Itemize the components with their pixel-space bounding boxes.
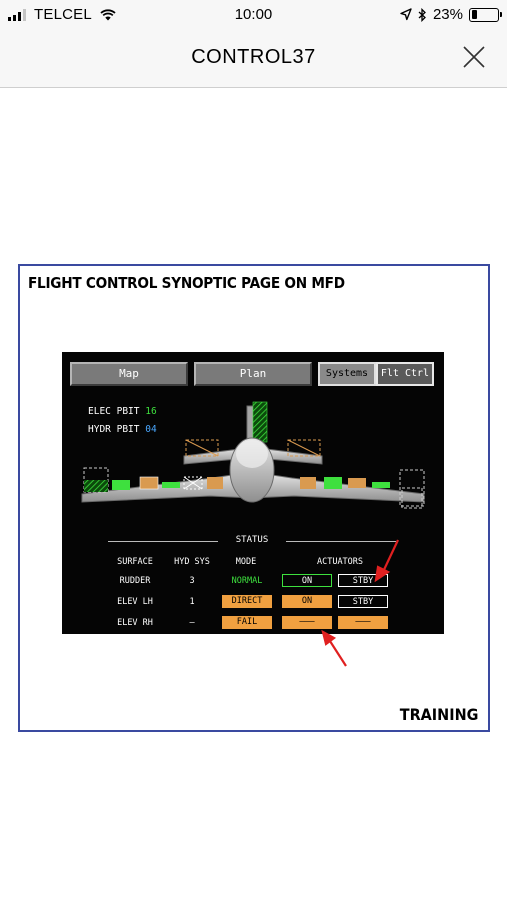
carrier-name: TELCEL — [34, 6, 92, 23]
hydr-pbit-label: HYDR PBIT — [88, 424, 140, 435]
aircraft-synoptic — [81, 401, 425, 509]
mfd-tab-bar: Map Plan Systems Flt Ctrl — [70, 362, 436, 386]
row-elev-rh-hyd: — — [189, 618, 195, 628]
status-label: STATUS — [235, 535, 269, 545]
row-elev-lh-surface: ELEV LH — [117, 597, 153, 607]
nav-bar: CONTROL37 — [0, 30, 507, 88]
tab-systems[interactable]: Systems — [318, 362, 376, 386]
elev-lh-actuator-2: STBY — [338, 595, 388, 608]
battery-icon — [469, 7, 502, 22]
header-surface: SURFACE — [117, 557, 153, 567]
rudder-actuator-1: ON — [282, 574, 332, 587]
close-icon[interactable] — [459, 42, 489, 72]
page-title: CONTROL37 — [191, 46, 316, 68]
hydr-pbit-value: 04 — [145, 424, 157, 435]
wifi-icon — [100, 8, 116, 20]
mfd-screen: Map Plan Systems Flt Ctrl ELEC PBIT 16 H… — [62, 352, 444, 634]
battery-percent: 23% — [432, 6, 463, 23]
header-actuators: ACTUATORS — [316, 557, 364, 567]
bluetooth-icon — [418, 7, 426, 22]
status-right: 23% — [400, 6, 502, 23]
training-slide: FLIGHT CONTROL SYNOPTIC PAGE ON MFD Map … — [18, 264, 490, 732]
status-bar: TELCEL 10:00 23% — [0, 0, 507, 30]
row-elev-rh-surface: ELEV RH — [117, 618, 153, 628]
tab-map[interactable]: Map — [70, 362, 188, 386]
elec-pbit: ELEC PBIT 16 — [88, 406, 157, 417]
slide-footer: TRAINING — [399, 705, 478, 724]
signal-icon — [8, 8, 26, 21]
location-arrow-icon — [400, 8, 412, 21]
rudder-actuator-2: STBY — [338, 574, 388, 587]
tab-plan[interactable]: Plan — [194, 362, 312, 386]
row-rudder-surface: RUDDER — [119, 576, 151, 586]
elec-pbit-value: 16 — [145, 406, 157, 417]
row-rudder-hyd: 3 — [189, 576, 195, 586]
hydr-pbit: HYDR PBIT 04 — [88, 424, 157, 435]
status-left: TELCEL — [8, 6, 116, 23]
clock: 10:00 — [234, 6, 273, 23]
elev-rh-actuator-1: ——— — [282, 616, 332, 629]
header-hyd-sys: HYD SYS — [174, 557, 210, 567]
row-rudder-mode: NORMAL — [231, 576, 263, 586]
slide-title: FLIGHT CONTROL SYNOPTIC PAGE ON MFD — [28, 274, 345, 292]
elec-pbit-label: ELEC PBIT — [88, 406, 140, 417]
row-elev-rh-mode: FAIL — [222, 616, 272, 629]
row-elev-lh-hyd: 1 — [189, 597, 195, 607]
tab-flt-ctrl[interactable]: Flt Ctrl — [376, 362, 434, 386]
elev-lh-actuator-1: ON — [282, 595, 332, 608]
elev-rh-actuator-2: ——— — [338, 616, 388, 629]
row-elev-lh-mode: DIRECT — [222, 595, 272, 608]
battery-fill — [471, 10, 478, 19]
arrow-elev-rh — [327, 637, 347, 667]
header-mode: MODE — [235, 557, 257, 567]
status-header: STATUS — [62, 535, 444, 547]
